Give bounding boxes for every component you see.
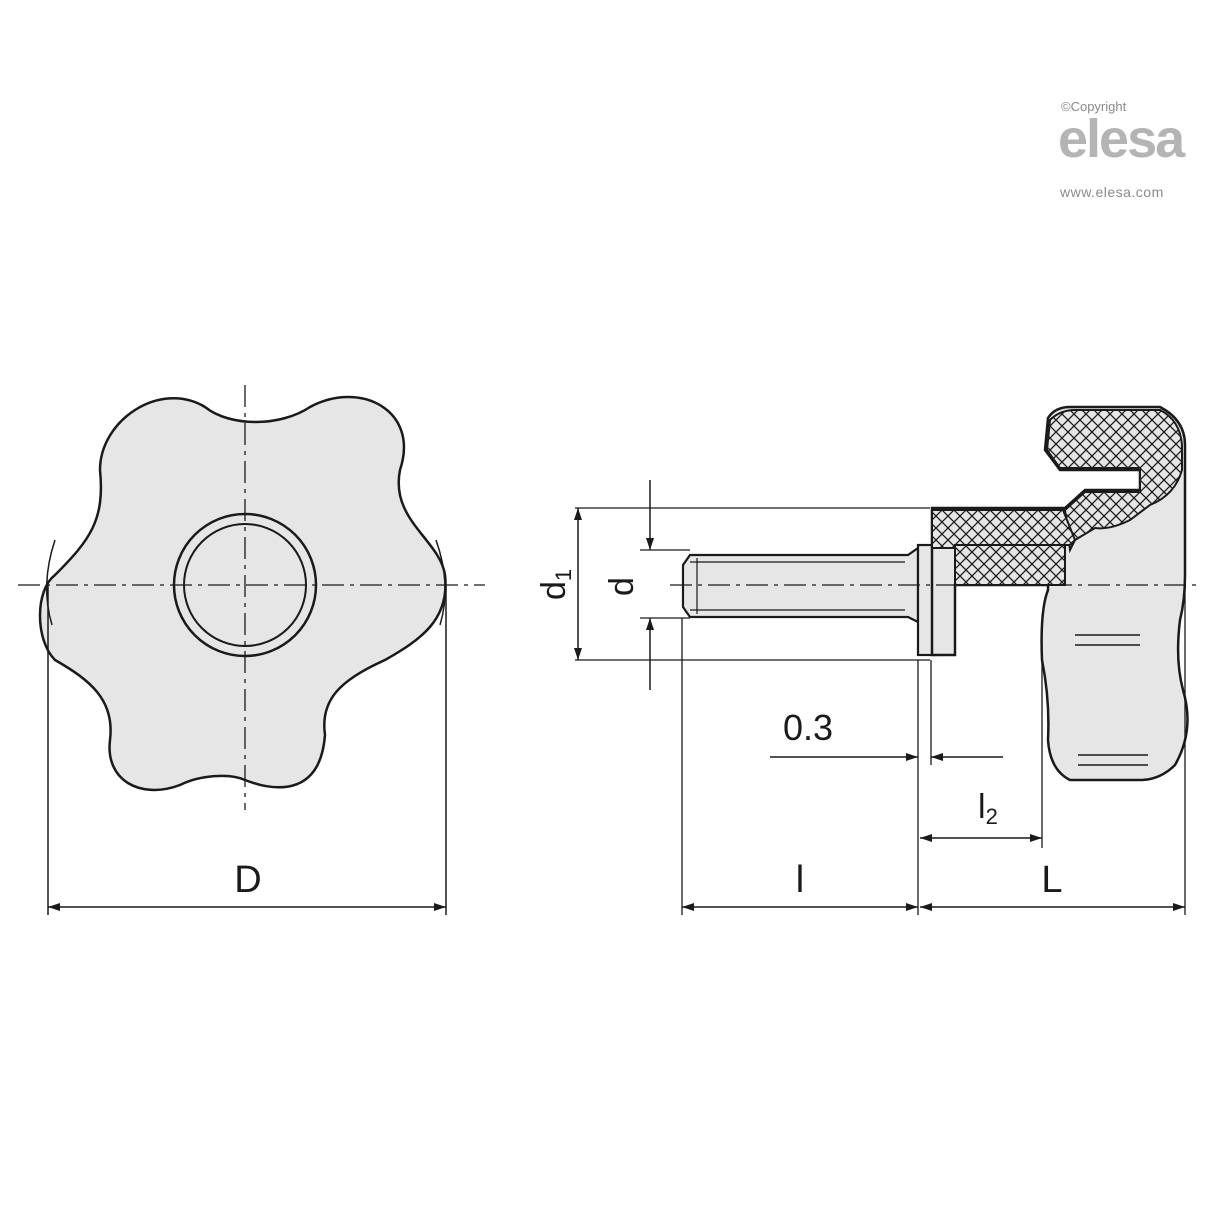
knurled-collar xyxy=(931,509,1077,549)
gap-label: 0.3 xyxy=(783,707,833,748)
copyright-text: ©Copyright xyxy=(1061,99,1127,114)
l2-label: l2 xyxy=(978,788,998,829)
l-label: l xyxy=(796,859,804,901)
knob-side-view: d1 d 0.3 l2 l L xyxy=(535,405,1200,915)
L-label: L xyxy=(1041,859,1062,901)
diameter-extension-arc-right xyxy=(435,539,446,626)
website-url: www.elesa.com xyxy=(1060,184,1164,200)
D-label: D xyxy=(234,859,261,901)
knurled-insert xyxy=(954,544,1066,586)
d-label: d xyxy=(603,577,641,596)
knob-front-view: D xyxy=(18,385,485,915)
diameter-extension-arc-left xyxy=(45,539,56,626)
brand-logo: elesa xyxy=(1058,109,1185,169)
d1-label: d1 xyxy=(535,569,576,600)
knurled-top-band xyxy=(1045,409,1183,554)
